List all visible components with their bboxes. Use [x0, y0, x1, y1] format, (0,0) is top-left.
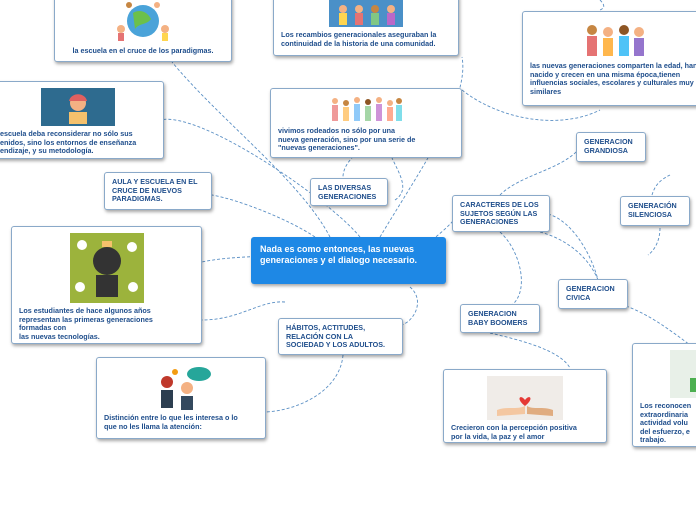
node-civica[interactable]: GENERACION CIVICA [558, 279, 628, 309]
node-aula[interactable]: AULA Y ESCUELA EN EL CRUCE DE NUEVOS PAR… [104, 172, 212, 210]
people-row-illustration [332, 97, 402, 121]
node-label: HÁBITOS, ACTITUDES, RELACIÓN CON LA SOCI… [286, 323, 386, 350]
helping-hand-illustration [670, 350, 696, 398]
teacher-illustration [41, 88, 115, 126]
node-caracteres[interactable]: CARACTERES DE LOS SUJETOS SEGÚN LAS GENE… [452, 195, 550, 232]
central-topic-label: Nada es como entonces, las nuevas genera… [260, 244, 418, 265]
node-label: GENERACION GRANDIOSA [584, 137, 633, 155]
node-label: GENERACIÓN SILENCIOSA [628, 201, 677, 219]
node-habitos[interactable]: HÁBITOS, ACTITUDES, RELACIÓN CON LA SOCI… [278, 318, 403, 355]
people-talking-illustration [161, 367, 211, 410]
node-label: vivimos rodeados no sólo por una nueva g… [278, 126, 416, 153]
node-label: escuela deba reconsiderar no sólo sus en… [0, 129, 137, 156]
node-grandiosa[interactable]: GENERACION GRANDIOSA [576, 132, 646, 162]
node-rodeados[interactable]: vivimos rodeados no sólo por una nueva g… [270, 88, 462, 158]
node-reconsiderar[interactable]: escuela deba reconsiderar no sólo sus en… [0, 81, 164, 159]
node-label: GENERACION BABY BOOMERS [468, 309, 528, 327]
generations-people-illustration [329, 0, 403, 27]
node-reconocen[interactable]: Los reconocen extraordinaria actividad v… [632, 343, 696, 447]
node-escuela-paradigmas[interactable]: la escuela en el cruce de los paradigmas… [54, 0, 232, 62]
node-label: Los recambios generacionales aseguraban … [281, 30, 437, 48]
node-estudiantes[interactable]: Los estudiantes de hace algunos años rep… [11, 226, 202, 344]
node-label: Los reconocen extraordinaria actividad v… [640, 401, 692, 445]
technology-head-illustration [69, 233, 144, 303]
kids-group-illustration [587, 25, 644, 56]
node-diversas[interactable]: LAS DIVERSAS GENERACIONES [310, 178, 388, 206]
node-crecieron[interactable]: Crecieron con la percepción positiva por… [443, 369, 607, 443]
node-comparten[interactable]: las nuevas generaciones comparten la eda… [522, 11, 696, 106]
node-label: Crecieron con la percepción positiva por… [451, 423, 577, 441]
node-label: CARACTERES DE LOS SUJETOS SEGÚN LAS GENE… [460, 200, 539, 227]
node-label: AULA Y ESCUELA EN EL CRUCE DE NUEVOS PAR… [112, 177, 198, 204]
node-label: GENERACION CIVICA [566, 284, 615, 302]
node-label: las nuevas generaciones comparten la eda… [530, 61, 696, 96]
world-kids-illustration [117, 2, 169, 41]
hands-heart-illustration [487, 376, 563, 420]
node-label: la escuela en el cruce de los paradigmas… [72, 46, 214, 55]
node-label: LAS DIVERSAS GENERACIONES [318, 183, 377, 201]
node-label: Los estudiantes de hace algunos años rep… [19, 306, 153, 341]
node-distincion[interactable]: Distinción entre lo que les interesa o l… [96, 357, 266, 439]
node-boomers[interactable]: GENERACION BABY BOOMERS [460, 304, 540, 333]
node-silenciosa[interactable]: GENERACIÓN SILENCIOSA [620, 196, 690, 226]
node-label: Distinción entre lo que les interesa o l… [104, 413, 238, 431]
node-recambios[interactable]: Los recambios generacionales aseguraban … [273, 0, 459, 56]
central-topic[interactable]: Nada es como entonces, las nuevas genera… [251, 237, 446, 284]
